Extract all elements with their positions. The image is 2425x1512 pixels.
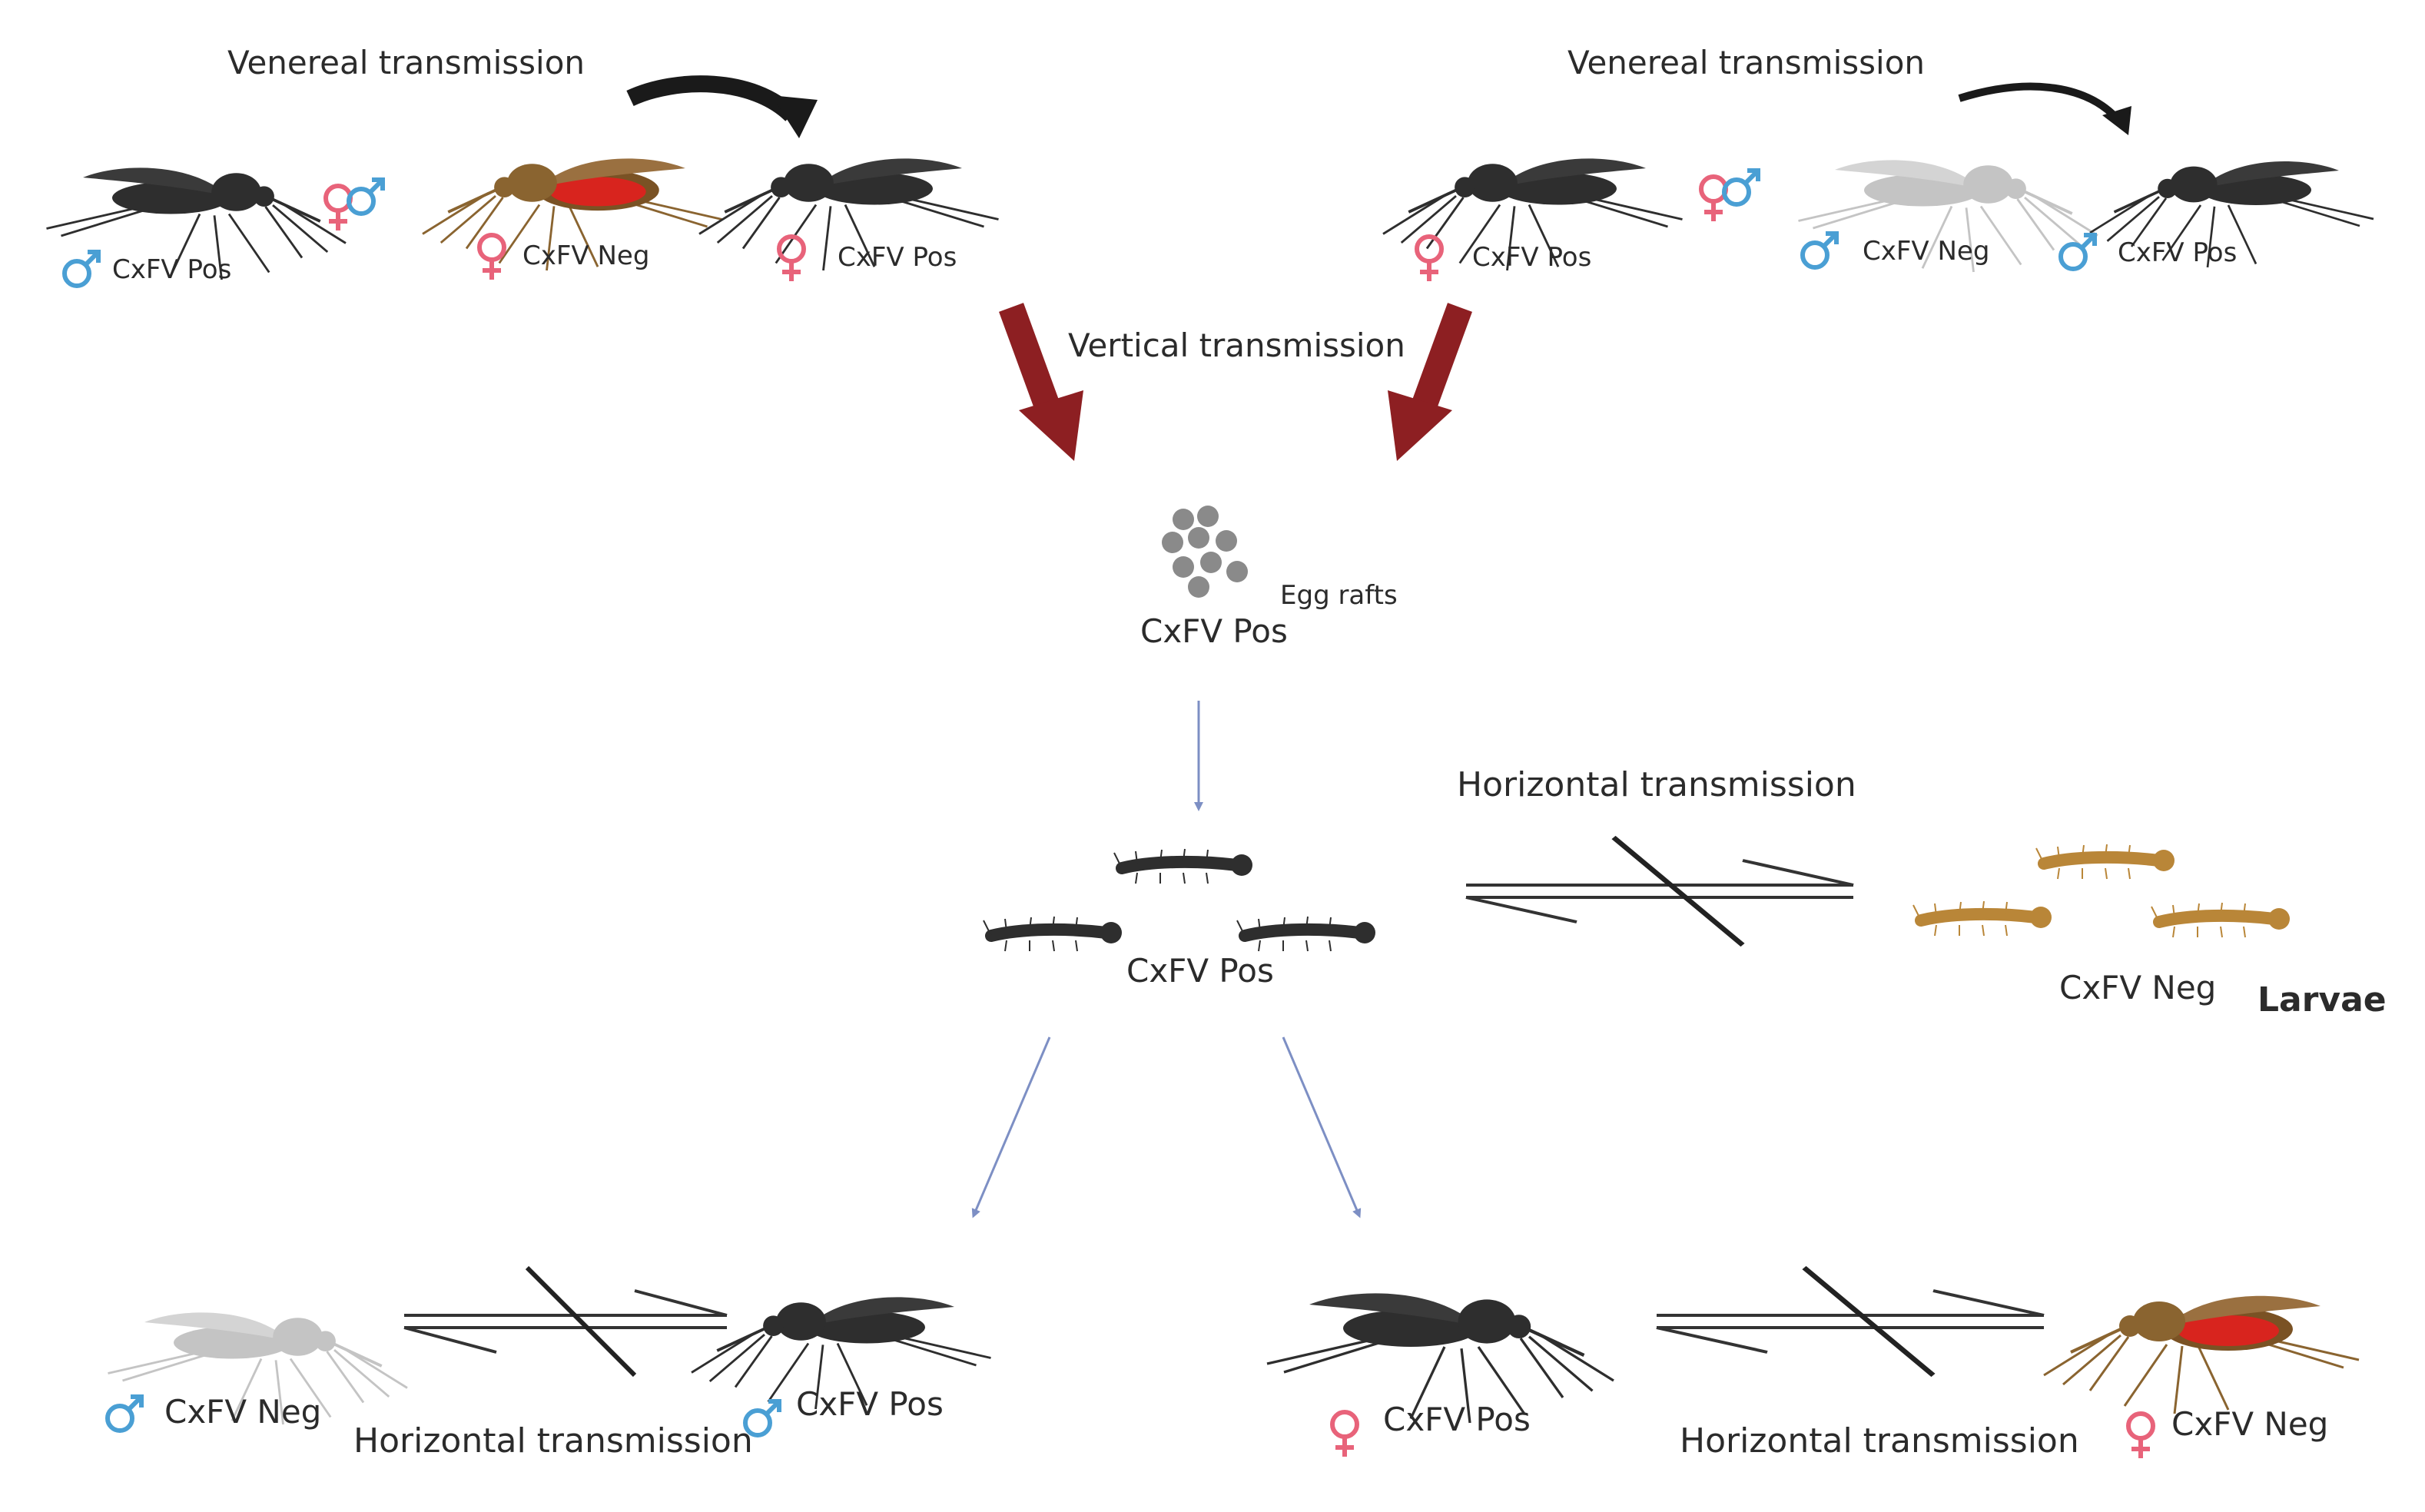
larva-pos-icon	[984, 917, 1122, 951]
larva-pos-icon	[1237, 917, 1375, 951]
larvae-neg-label: CxFV Neg	[2059, 969, 2216, 1006]
mosquito-female-neg-icon	[2042, 1294, 2360, 1415]
top-left-female-pos-label: CxFV Pos	[838, 242, 957, 273]
venereal-arrow-right	[1958, 82, 2124, 126]
bottom-right-neg-label: CxFV Neg	[2171, 1405, 2328, 1443]
larva-pos-icon	[1114, 849, 1252, 884]
top-right-female-label: CxFV Pos	[1472, 242, 1591, 273]
top-right-heading: Venereal transmission	[1567, 44, 1925, 81]
bottom-left-neg-label: CxFV Neg	[164, 1393, 321, 1431]
bottom-right-pos-label: CxFV Pos	[1383, 1401, 1531, 1438]
male-icon	[108, 1397, 141, 1431]
male-icon	[65, 252, 98, 286]
male-icon	[745, 1401, 779, 1435]
top-right-male-neg-label: CxFV Neg	[1863, 236, 1989, 267]
top-left-heading: Venereal transmission	[227, 44, 585, 81]
top-left-female-neg-label: CxFV Neg	[522, 240, 649, 271]
mating-symbol-icon	[1701, 171, 1758, 221]
larva-neg-icon	[1913, 901, 2052, 936]
vertical-transmission-label: Vertical transmission	[1068, 327, 1405, 364]
blocked-horizontal-arrows	[1657, 1268, 2044, 1375]
flow-arrow-larvae-to-females	[1282, 1036, 1362, 1219]
egg-rafts-icon	[1162, 506, 1248, 598]
egg-rafts-caption: Egg rafts	[1280, 580, 1398, 611]
vertical-arrow-left-head	[1019, 390, 1083, 461]
bottom-left-heading: Horizontal transmission	[353, 1421, 753, 1461]
venereal-arrow-right-head	[2102, 106, 2131, 135]
flow-arrow-larvae-to-males	[971, 1036, 1051, 1219]
female-icon	[1417, 237, 1441, 281]
bottom-left-pos-label: CxFV Pos	[796, 1385, 944, 1423]
larva-neg-icon	[2151, 903, 2290, 937]
blocked-horizontal-arrows	[404, 1268, 727, 1375]
larvae-horizontal-heading: Horizontal transmission	[1457, 765, 1856, 804]
mating-symbol-icon	[326, 180, 383, 230]
female-icon	[779, 237, 804, 281]
blocked-horizontal-arrows	[1466, 837, 1853, 945]
larvae-pos-label: CxFV Pos	[1126, 952, 1274, 990]
vertical-arrow-right-head	[1388, 390, 1452, 461]
bottom-right-heading: Horizontal transmission	[1680, 1421, 2079, 1461]
female-icon	[2128, 1414, 2153, 1458]
female-icon	[1332, 1412, 1357, 1457]
venereal-arrow-left	[626, 75, 798, 122]
male-icon	[1803, 234, 1836, 267]
larva-neg-icon	[2036, 844, 2175, 879]
top-left-male-label: CxFV Pos	[112, 254, 231, 285]
male-icon	[2061, 235, 2095, 269]
venereal-arrow-left-head	[771, 95, 818, 138]
top-right-male-pos-label: CxFV Pos	[2118, 237, 2237, 268]
egg-rafts-label: CxFV Pos	[1140, 612, 1288, 650]
female-icon	[479, 235, 504, 280]
larvae-stage-label: Larvae	[2257, 980, 2387, 1020]
